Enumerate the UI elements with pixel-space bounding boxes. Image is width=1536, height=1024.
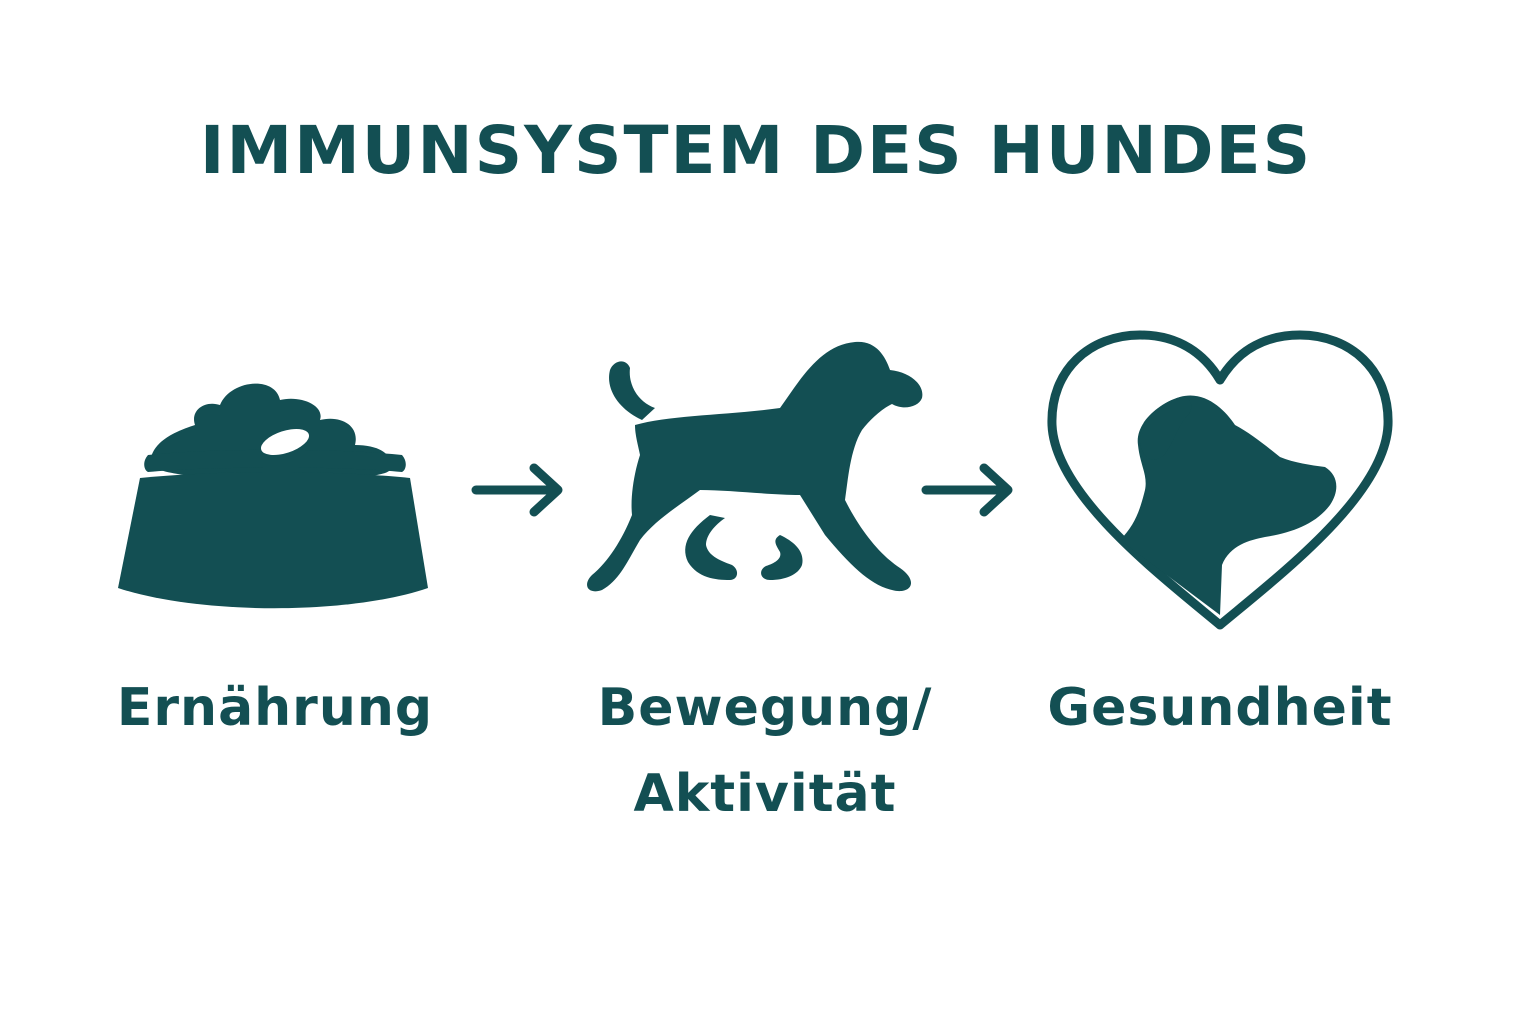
arrow-right-icon: [920, 460, 1016, 520]
step-label-line1: Bewegung/: [597, 678, 933, 738]
running-dog-icon: [580, 330, 930, 600]
step-label-line2: Aktivität: [633, 764, 897, 824]
heart-dog-icon: [1040, 325, 1400, 635]
step-label-gesundheit: Gesundheit: [1047, 678, 1393, 738]
food-bowl-icon: [110, 370, 440, 620]
arrow-right-icon: [470, 460, 566, 520]
step-label-ernaehrung: Ernährung: [116, 678, 434, 738]
diagram-title: IMMUNSYSTEM DES HUNDES: [199, 112, 1313, 189]
step-label-bewegung: Bewegung/ Aktivität: [565, 665, 965, 837]
